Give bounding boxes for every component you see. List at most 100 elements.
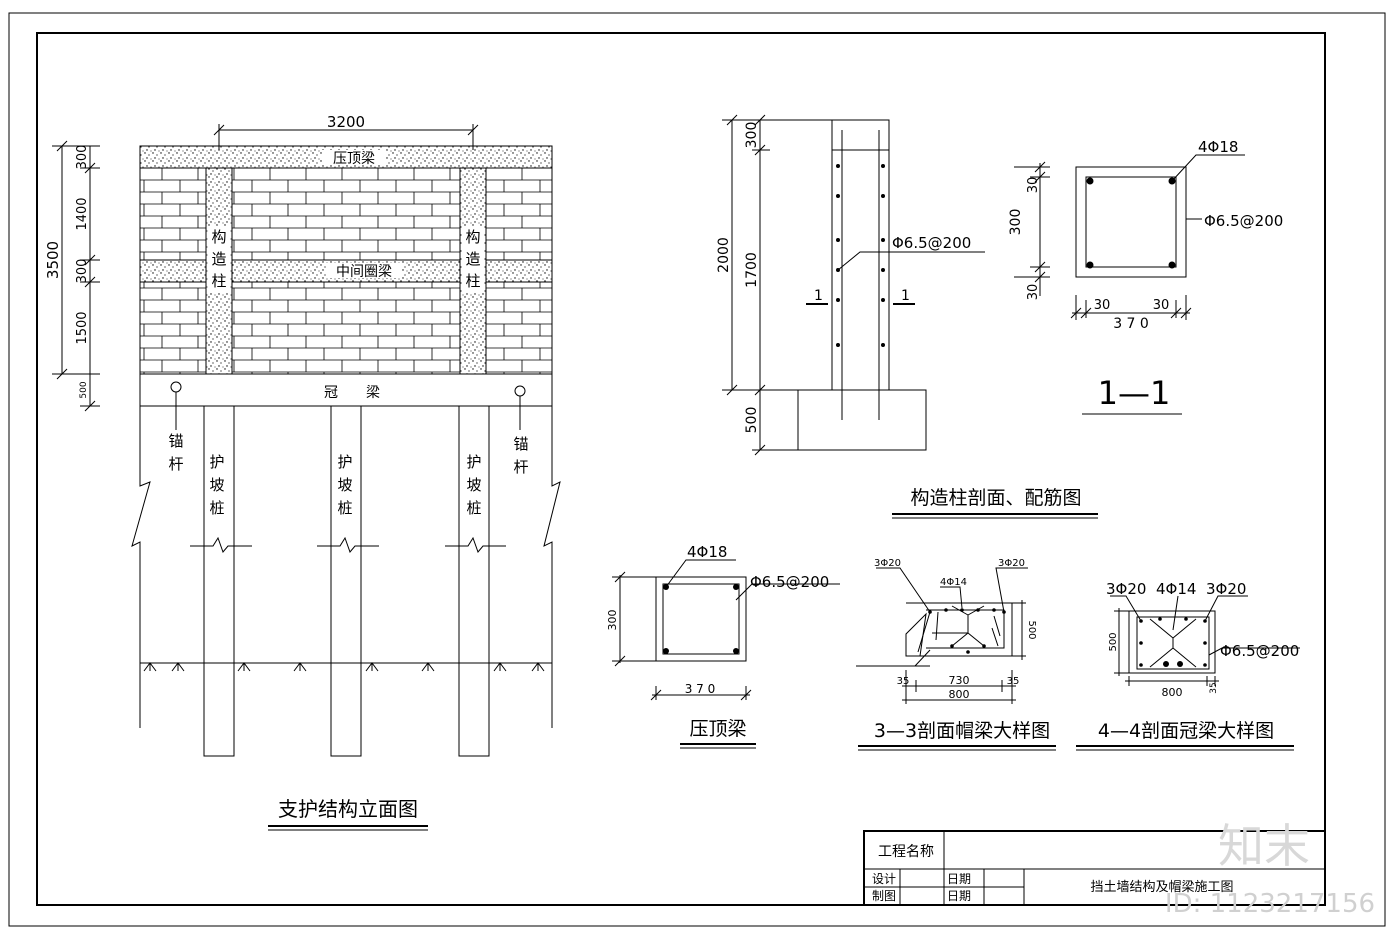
s11-dim-30-bot: 30 (1026, 284, 1041, 301)
pile-r-1: 护 (466, 453, 481, 471)
cap-outline (655, 576, 747, 662)
section-3-3-view: 3Φ20 4Φ14 3Φ20 500 35 730 35 800 3—3剖面帽梁… (856, 558, 1056, 751)
column-footing (797, 389, 927, 451)
s33-dim-35-r: 35 (1007, 676, 1020, 687)
s11-dim-370: 3 7 0 (1113, 316, 1149, 332)
section-11-title: 1—1 (1098, 374, 1171, 412)
pile-m-1: 护 (337, 453, 352, 471)
column-section-view: Φ6.5@200 1 1 300 2000 1700 500 构造柱剖面、配筋图 (716, 114, 1098, 519)
s11-outline (1075, 166, 1187, 278)
s44-bar-mid: 4Φ14 (1156, 580, 1196, 598)
pile-l-3: 桩 (209, 499, 224, 517)
s11-dim-30-top: 30 (1026, 177, 1041, 194)
col-dim-300: 300 (744, 122, 760, 149)
anchor-head-right (514, 385, 526, 397)
tb-project-label: 工程名称 (878, 844, 934, 860)
dim-width: 3200 (327, 113, 365, 131)
s44-dim-35: 35 (1209, 682, 1219, 693)
brick-panel-top (139, 167, 553, 261)
column-section-title: 构造柱剖面、配筋图 (910, 487, 1081, 509)
cap-dim-v: 300 (606, 610, 619, 631)
anchor-head-left (170, 381, 182, 393)
s44-bar-right: 3Φ20 (1206, 580, 1246, 598)
cut-mark-left: 1 (814, 288, 823, 304)
s33-bar-right: 3Φ20 (998, 558, 1025, 569)
s33-dim-800: 800 (949, 688, 970, 701)
dim-seg-5: 500 (79, 381, 89, 398)
col-label-l-3: 柱 (211, 272, 226, 290)
anchor-l-1: 锚 (168, 432, 183, 450)
anchor-r-2: 杆 (513, 458, 528, 476)
pile-m-3: 桩 (337, 499, 352, 517)
col-dim-500: 500 (744, 407, 760, 434)
pile-right (458, 405, 490, 757)
pile-l-1: 护 (209, 453, 224, 471)
col-label-r-2: 造 (465, 250, 480, 268)
col-dim-2000: 2000 (716, 237, 732, 273)
s44-stirrup-label: Φ6.5@200 (1220, 642, 1299, 660)
col-label-r-1: 构 (465, 228, 480, 246)
s33-bar-mid: 4Φ14 (940, 577, 967, 588)
dim-seg-1: 300 (75, 145, 90, 170)
tb-date-label-1: 日期 (947, 872, 971, 886)
tb-drawing-name: 挡土墙结构及帽梁施工图 (1090, 879, 1233, 895)
cap-bars: 4Φ18 (687, 543, 727, 561)
col-stirrup-label: Φ6.5@200 (892, 234, 971, 252)
cap-dim-h: 3 7 0 (685, 682, 716, 696)
elevation-view: 3200 3500 300 1400 300 1500 500 压顶梁 中间圈梁 (44, 113, 561, 831)
dim-seg-4: 1500 (75, 311, 90, 344)
cap-beam-title: 压顶梁 (689, 718, 746, 740)
col-label-l-1: 构 (211, 228, 226, 246)
anchor-r-1: 锚 (513, 435, 528, 453)
cap-stirrup (662, 583, 740, 655)
cut-mark-right: 1 (901, 288, 910, 304)
s11-stirrup-label: Φ6.5@200 (1204, 212, 1283, 230)
watermark: 知末 ID: 1123217156 (1165, 819, 1375, 919)
crown-beam-label: 冠 梁 (324, 385, 380, 401)
section-4-4-view: 3Φ20 4Φ14 3Φ20 Φ6.5@200 500 800 35 4—4剖面… (1076, 580, 1300, 751)
top-beam-label: 压顶梁 (333, 151, 375, 167)
pile-left (203, 405, 235, 757)
section-1-1-view: 4Φ18 Φ6.5@200 30 300 30 (1008, 138, 1283, 415)
s44-dim-800: 800 (1162, 686, 1183, 699)
section-33-title: 3—3剖面帽梁大样图 (874, 720, 1050, 742)
outer-frame (8, 12, 1386, 927)
pile-r-3: 桩 (466, 499, 481, 517)
pile-r-2: 坡 (466, 476, 481, 494)
s44-dim-v: 500 (1108, 632, 1119, 651)
s11-dim-30-r: 30 (1153, 298, 1170, 313)
dim-seg-2: 1400 (75, 197, 90, 230)
title-block: 工程名称 设计 制图 日期 日期 挡土墙结构及帽梁施工图 (863, 830, 1326, 906)
s33-bar-left: 3Φ20 (874, 558, 901, 569)
dim-seg-3: 300 (75, 259, 90, 284)
watermark-logo: 知末 (1218, 819, 1310, 873)
s33-dim-v: 500 (1026, 620, 1037, 639)
s44-outline (1128, 610, 1216, 674)
tb-design-label: 设计 (872, 872, 896, 886)
section-44-title: 4—4剖面冠梁大样图 (1098, 720, 1274, 742)
pile-m-2: 坡 (337, 476, 352, 494)
col-label-r-3: 柱 (465, 272, 480, 290)
tb-date-label-2: 日期 (947, 889, 971, 903)
mid-beam-label: 中间圈梁 (336, 264, 392, 280)
col-label-l-2: 造 (211, 250, 226, 268)
cap-beam-view: 4Φ18 Φ6.5@200 300 3 7 0 压顶梁 (606, 543, 840, 749)
pile-l-2: 坡 (209, 476, 224, 494)
pile-middle (330, 405, 362, 757)
s33-dim-35-l: 35 (897, 676, 910, 687)
tb-draw-label: 制图 (872, 889, 896, 903)
cap-stirrup-label: Φ6.5@200 (750, 573, 829, 591)
soil-marks (143, 662, 545, 672)
watermark-id: ID: 1123217156 (1165, 889, 1375, 919)
s11-stirrup (1085, 176, 1177, 268)
inner-frame (36, 32, 1326, 906)
s44-bar-left: 3Φ20 (1106, 580, 1146, 598)
col-dim-1700: 1700 (744, 252, 760, 288)
s11-main-bars: 4Φ18 (1198, 138, 1238, 156)
elevation-title: 支护结构立面图 (278, 797, 418, 821)
brick-panel-bottom (139, 281, 553, 375)
s11-dim-300: 300 (1008, 209, 1024, 236)
column-body (831, 119, 890, 391)
s33-dim-730: 730 (949, 674, 970, 687)
